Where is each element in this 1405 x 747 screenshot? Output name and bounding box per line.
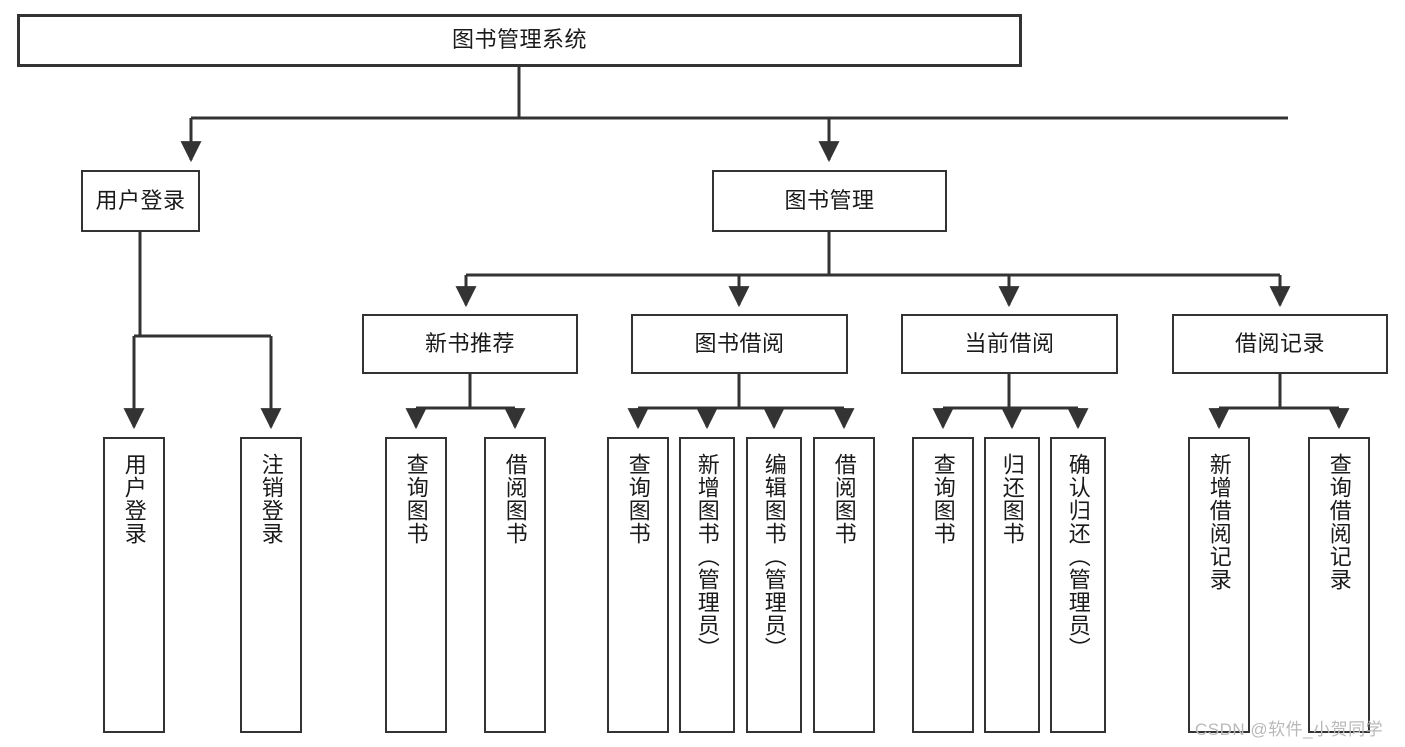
leaf-borrow-book[interactable]: 借阅图书 [813, 437, 875, 733]
node-book-borrow-label: 图书借阅 [694, 330, 785, 356]
node-book-management[interactable]: 图书管理 [712, 170, 947, 232]
leaf-query-book-current-label: 查询图书 [930, 453, 956, 545]
leaf-borrow-book-newbook[interactable]: 借阅图书 [484, 437, 546, 733]
node-borrow-record-label: 借阅记录 [1234, 330, 1325, 356]
node-root-label: 图书管理系统 [451, 27, 587, 53]
node-user-login[interactable]: 用户登录 [81, 170, 200, 232]
csdn-watermark: CSDN @软件_小贺同学 [1195, 720, 1384, 739]
leaf-user-login[interactable]: 用户登录 [103, 437, 165, 733]
node-root[interactable]: 图书管理系统 [17, 14, 1022, 67]
leaf-return-book-label: 归还图书 [999, 453, 1025, 545]
leaf-query-borrow-record-label: 查询借阅记录 [1326, 453, 1352, 591]
leaf-edit-book-admin-label: 编辑图书（管理员） [761, 453, 787, 660]
node-book-management-label: 图书管理 [784, 187, 875, 213]
node-user-login-label: 用户登录 [95, 187, 186, 213]
leaf-add-borrow-record-label: 新增借阅记录 [1206, 453, 1232, 591]
node-book-borrow[interactable]: 图书借阅 [631, 314, 848, 374]
leaf-add-book-admin-label: 新增图书（管理员） [694, 453, 720, 660]
leaf-edit-book-admin[interactable]: 编辑图书（管理员） [746, 437, 802, 733]
leaf-query-book-newbook-label: 查询图书 [403, 453, 429, 545]
leaf-borrow-book-label: 借阅图书 [831, 453, 857, 545]
leaf-add-book-admin[interactable]: 新增图书（管理员） [679, 437, 735, 733]
node-new-book-recommend[interactable]: 新书推荐 [362, 314, 578, 374]
leaf-query-book-borrow[interactable]: 查询图书 [607, 437, 669, 733]
node-new-book-recommend-label: 新书推荐 [424, 330, 515, 356]
leaf-logout-label: 注销登录 [258, 453, 284, 545]
leaf-query-borrow-record[interactable]: 查询借阅记录 [1308, 437, 1370, 733]
leaf-query-book-newbook[interactable]: 查询图书 [385, 437, 447, 733]
leaf-return-book[interactable]: 归还图书 [984, 437, 1040, 733]
node-current-borrow[interactable]: 当前借阅 [901, 314, 1118, 374]
leaf-add-borrow-record[interactable]: 新增借阅记录 [1188, 437, 1250, 733]
node-current-borrow-label: 当前借阅 [964, 330, 1055, 356]
leaf-logout[interactable]: 注销登录 [240, 437, 302, 733]
node-borrow-record[interactable]: 借阅记录 [1172, 314, 1388, 374]
leaf-confirm-return-admin[interactable]: 确认归还（管理员） [1050, 437, 1106, 733]
leaf-confirm-return-admin-label: 确认归还（管理员） [1065, 453, 1091, 660]
leaf-borrow-book-newbook-label: 借阅图书 [502, 453, 528, 545]
leaf-query-book-borrow-label: 查询图书 [625, 453, 651, 545]
leaf-user-login-label: 用户登录 [121, 453, 147, 545]
leaf-query-book-current[interactable]: 查询图书 [912, 437, 974, 733]
